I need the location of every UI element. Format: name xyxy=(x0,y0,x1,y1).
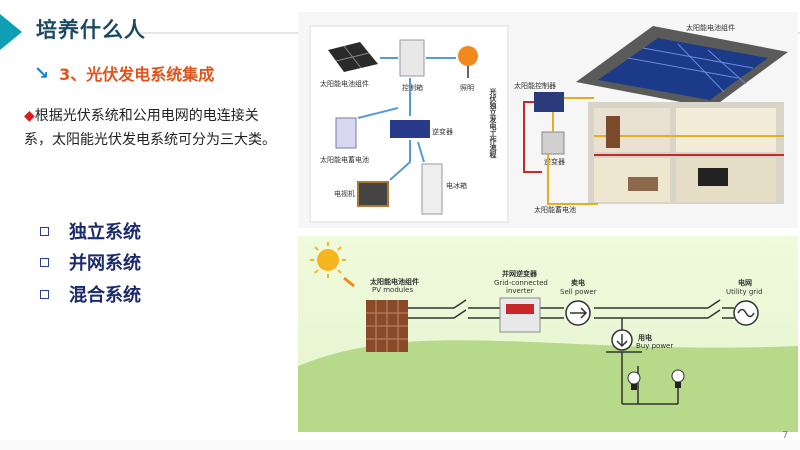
house-battery-label: 太阳能蓄电池 xyxy=(534,205,576,214)
buy-en-label: Buy power xyxy=(636,342,673,350)
house-wiring xyxy=(523,97,598,205)
bullet-text: 独立系统 xyxy=(69,222,141,243)
house-pv-label: 太阳能电池组件 xyxy=(686,23,735,32)
inverter-device xyxy=(541,131,565,155)
bullet-text: 混合系统 xyxy=(69,285,141,306)
sell-meter-icon xyxy=(565,300,591,326)
flow-tv-label: 电视机 xyxy=(334,189,355,198)
inverter-device-icon xyxy=(499,297,541,333)
sell-cn-label: 卖电 xyxy=(571,278,585,287)
bullet-text: 并网系统 xyxy=(69,253,141,274)
square-bullet-icon xyxy=(40,257,49,267)
intro-text: 根据光伏系统和公用电网的电连接关系，太阳能光伏发电系统可分为三大类。 xyxy=(24,108,276,148)
page-number: 7 xyxy=(782,430,789,441)
utility-grid-icon xyxy=(733,300,759,326)
switch-icon xyxy=(707,299,721,319)
sun-icon xyxy=(310,242,346,278)
house-inverter-label: 逆变器 xyxy=(544,157,565,166)
inverter-en-label-1: Grid-connected xyxy=(494,279,548,287)
grid-en-label: Utility grid xyxy=(726,288,763,296)
intro-paragraph: ◆根据光伏系统和公用电网的电连接关系，太阳能光伏发电系统可分为三大类。 xyxy=(24,104,286,152)
flow-arrows xyxy=(357,57,456,181)
flow-vertical-title: 光伏独立发电工作流程 xyxy=(489,87,498,159)
tv-icon xyxy=(357,181,389,207)
square-bullet-icon xyxy=(40,289,49,299)
fridge-icon xyxy=(421,163,443,215)
inverter-box-icon xyxy=(390,120,430,138)
bulb-icon xyxy=(627,371,641,390)
sell-en-label: Sell power xyxy=(560,288,597,296)
flow-lighting-label: 照明 xyxy=(460,84,474,92)
standalone-system-diagram: 太阳能电池组件 控制箱 照明 太阳能电蓄电池 逆变器 电视机 电冰箱 xyxy=(309,23,788,223)
bulb-icon xyxy=(671,369,685,388)
grid-connected-image: 太阳能电池组件 PV modules xyxy=(298,236,798,432)
standalone-system-image: 太阳能电池组件 控制箱 照明 太阳能电蓄电池 逆变器 电视机 电冰箱 xyxy=(298,12,798,228)
pv-en-label: PV modules xyxy=(372,286,413,294)
lamp-icon xyxy=(458,46,478,78)
title-arrow-icon xyxy=(0,14,22,50)
solar-controller-device xyxy=(534,92,564,112)
hill-shape xyxy=(298,340,798,432)
buy-meter-icon xyxy=(611,329,633,351)
pv-module-icon xyxy=(328,42,378,72)
subtitle-row: ↘ 3、光伏发电系统集成 xyxy=(34,60,214,86)
inverter-cn-label: 并网逆变器 xyxy=(502,269,538,278)
square-bullet-icon xyxy=(40,226,49,236)
footer-bar xyxy=(0,440,800,450)
grid-cn-label: 电网 xyxy=(738,278,752,287)
flow-battery-label: 太阳能电蓄电池 xyxy=(320,155,369,164)
bullet-item: 独立系统 xyxy=(40,218,141,244)
page-title: 培养什么人 xyxy=(36,18,146,42)
diamond-icon: ◆ xyxy=(24,108,35,124)
down-right-arrow-icon: ↘ xyxy=(34,62,50,84)
house-illustration xyxy=(576,26,788,204)
circuit-wires xyxy=(408,307,734,405)
sunlight-arrow-icon xyxy=(343,276,355,288)
buy-cn-label: 用电 xyxy=(638,333,652,342)
flow-controller-label: 控制箱 xyxy=(402,83,423,92)
controller-box-icon xyxy=(399,39,425,77)
bullet-item: 混合系统 xyxy=(40,281,141,307)
house-controller-label: 太阳能控制器 xyxy=(514,81,556,90)
pv-cn-label: 太阳能电池组件 xyxy=(370,277,419,286)
grid-connected-diagram: 太阳能电池组件 PV modules xyxy=(298,236,798,432)
flow-fridge-label: 电冰箱 xyxy=(446,181,467,190)
flow-inverter-label: 逆变器 xyxy=(432,127,453,136)
switch-icon xyxy=(453,299,467,319)
battery-icon xyxy=(335,117,357,149)
inverter-en-label-2: inverter xyxy=(506,287,534,295)
pv-module-icon xyxy=(366,300,408,352)
section-subtitle: 3、光伏发电系统集成 xyxy=(59,65,215,84)
flow-pv-label: 太阳能电池组件 xyxy=(320,79,369,88)
bullet-item: 并网系统 xyxy=(40,249,141,275)
